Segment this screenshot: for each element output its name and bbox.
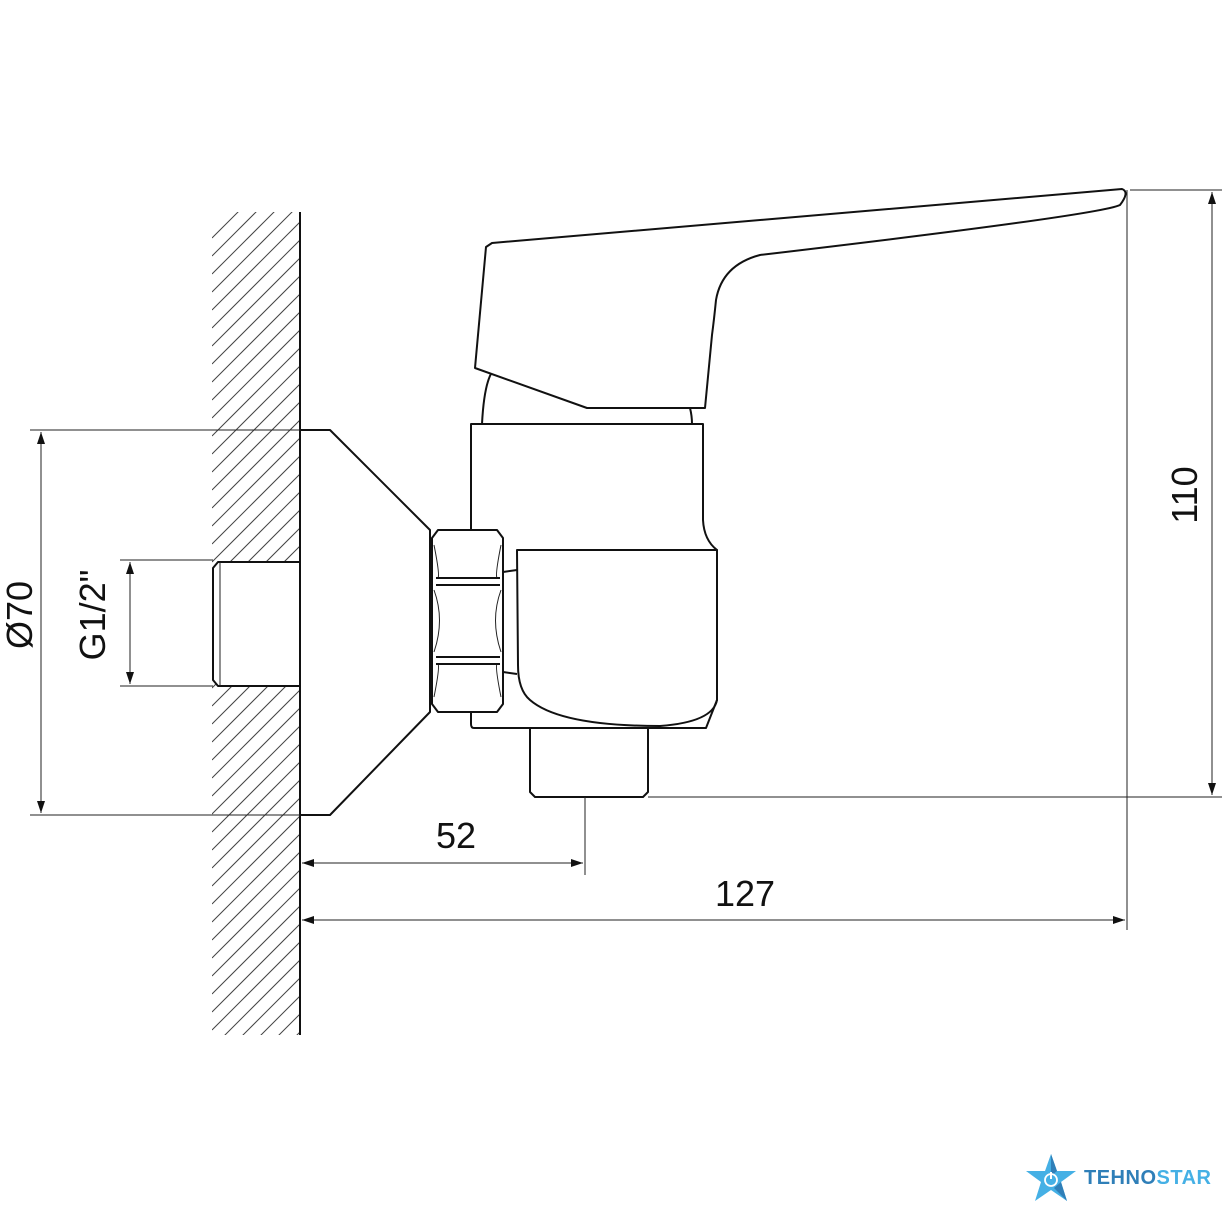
lever-handle[interactable] (474, 188, 1127, 409)
hex-nut (431, 529, 504, 713)
inlet-pipe (212, 561, 300, 687)
escutcheon (299, 429, 431, 816)
hatch-line (212, 212, 275, 275)
hatch-line (212, 779, 300, 869)
hatch-line (212, 212, 257, 257)
hatch-line (212, 905, 300, 995)
hatch-line (212, 329, 300, 419)
dim-total-depth: 127 (715, 873, 775, 914)
hatch-line (212, 383, 300, 473)
hatch-line (242, 977, 300, 1035)
hatch-line (212, 761, 300, 851)
dim-escutcheon-diameter: Ø70 (0, 581, 40, 649)
hatch-line (212, 689, 300, 779)
hatch-line (212, 743, 300, 833)
hatch-line (212, 851, 300, 941)
hatch-line (212, 941, 300, 1031)
dim-height: 110 (1164, 466, 1205, 523)
hatch-line (212, 869, 300, 959)
valve-body (470, 423, 718, 729)
hatch-line (212, 401, 300, 491)
hatch-line (212, 257, 300, 347)
hatch-line (212, 212, 239, 239)
hatch-line (212, 1086, 300, 1174)
hatch-line (296, 1031, 300, 1035)
hatch-line (212, 1050, 300, 1138)
hatch-line (212, 311, 300, 401)
hatch-line (212, 707, 300, 797)
hatch-line (212, 293, 300, 383)
hatch-line (278, 1013, 300, 1035)
hatch-line (260, 995, 300, 1035)
hatch-line (212, 221, 300, 311)
spout (516, 549, 718, 727)
hatch-line (212, 419, 300, 509)
outlet (529, 728, 649, 798)
hatch-line (212, 923, 300, 1013)
hatch-line (212, 1068, 300, 1156)
hatch-line (212, 815, 300, 905)
dimension-lines (30, 189, 1222, 930)
hatch-line (212, 725, 300, 815)
hatch-line (212, 239, 300, 329)
hatch-line (212, 347, 300, 437)
hatch-line (212, 1104, 300, 1192)
hatch-line (212, 887, 300, 977)
hatch-line (212, 212, 293, 293)
star-power-icon (1026, 1154, 1076, 1201)
logo-text-tehno: TEHNO (1084, 1166, 1157, 1189)
dim-thread: G1/2" (72, 570, 113, 661)
tehnostar-logo: TEHNOSTAR (1024, 1152, 1211, 1204)
hatch-line (212, 797, 300, 887)
hatch-line (212, 365, 300, 455)
hatch-line (212, 437, 300, 527)
dim-outlet-offset: 52 (436, 815, 476, 856)
hatch-line (212, 1122, 300, 1210)
hatch-line (212, 473, 300, 563)
logo-text-star: STAR (1156, 1166, 1212, 1189)
hatch-line (212, 833, 300, 923)
hatch-line (212, 455, 300, 545)
hatch-line (224, 959, 300, 1035)
hatch-line (212, 275, 300, 365)
